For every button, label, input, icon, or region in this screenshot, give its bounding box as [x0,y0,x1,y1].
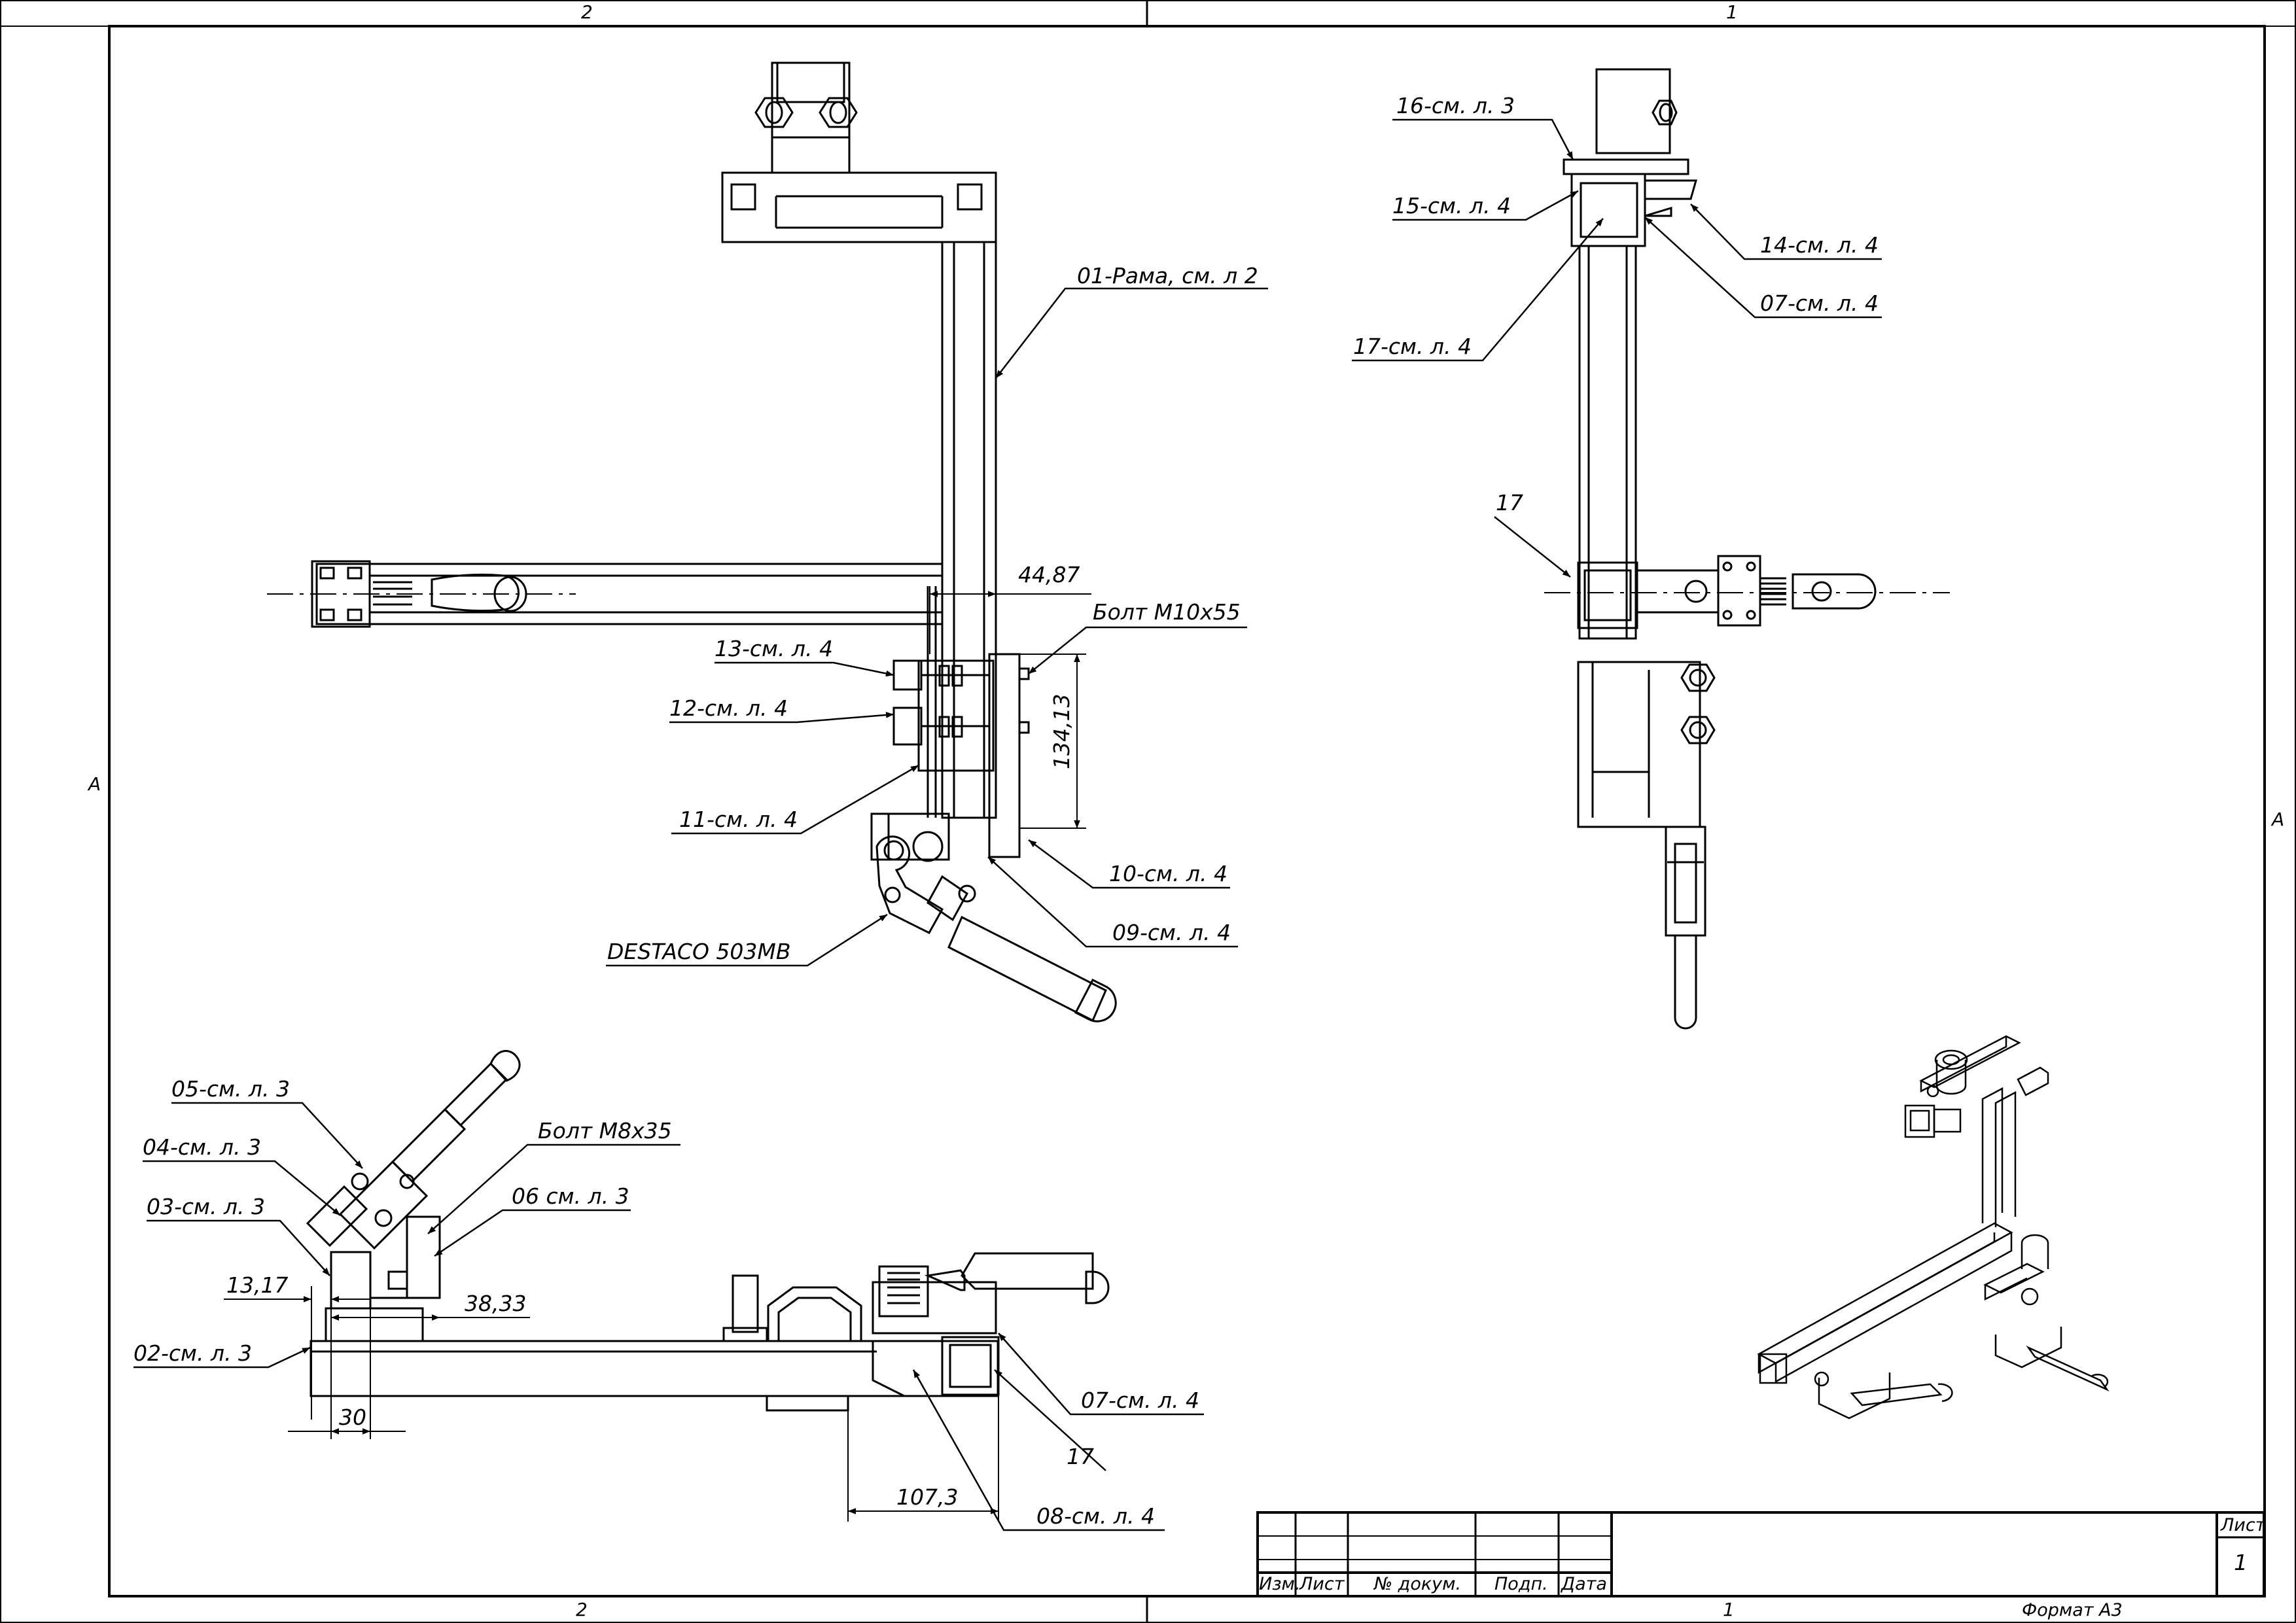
zone-side-left: A [87,773,101,795]
callout-item07-top: 07-см. л. 4 [1081,1387,1199,1413]
callout-item02: 02-см. л. 3 [133,1340,252,1366]
callout-item07-side: 07-см. л. 4 [1760,290,1879,316]
dim-107-3: 107,3 [896,1484,958,1510]
dim-38-33: 38,33 [465,1291,526,1316]
front-view-leaders [606,287,1268,967]
callout-item16: 16-см. л. 3 [1396,93,1515,118]
callout-item17-side-b: 17 [1496,490,1523,515]
dim-30: 30 [339,1405,366,1430]
callout-frame: 01-Рама, см. л 2 [1077,263,1258,288]
callout-item17-top: 17 [1067,1444,1094,1469]
tb-col-izm: Изм. [1259,1574,1301,1594]
isometric-view [1757,1035,2110,1420]
callout-bolt-m10: Болт М10х55 [1093,599,1241,625]
callout-item13: 13-см. л. 4 [715,636,833,661]
tb-col-date: Дата [1561,1574,1607,1594]
side-view-geometry [1563,68,1877,1030]
callout-item15: 15-см. л. 4 [1392,193,1511,218]
tb-sheet-label: Лист [2220,1515,2267,1535]
zone-bottom-right: 1 [1723,1599,1735,1620]
callout-item10: 10-см. л. 4 [1109,861,1227,886]
top-view-leaders [133,1102,1204,1531]
tb-col-doc: № докум. [1373,1574,1461,1594]
callout-item12: 12-см. л. 4 [669,695,788,721]
tb-col-list: Лист [1299,1574,1345,1594]
side-view-leaders [1352,118,1882,578]
tb-sheet-number: 1 [2234,1550,2248,1575]
callout-item08: 08-см. л. 4 [1036,1503,1155,1529]
zone-bottom-left: 2 [576,1599,588,1620]
callout-item03: 03-см. л. 3 [147,1194,265,1219]
callout-item05: 05-см. л. 3 [171,1076,290,1102]
zone-top-left: 2 [581,1,593,23]
front-view-geometry [311,61,1117,1022]
dim-134-13: 134,13 [1049,694,1074,769]
zone-side-right: A [2270,809,2284,830]
callout-destaco: DESTACO 503MB [607,939,791,964]
dim-13-17: 13,17 [226,1272,288,1298]
callout-item04: 04-см. л. 3 [143,1134,261,1160]
dim-44-87: 44,87 [1018,562,1080,587]
top-view-dims [224,1273,999,1522]
zone-top-right: 1 [1726,1,1738,23]
top-view-geometry [306,1050,1110,1412]
tb-format: Формат А3 [2022,1600,2123,1620]
tb-col-sign: Подп. [1494,1574,1548,1594]
callout-item09: 09-см. л. 4 [1112,920,1231,945]
callout-item14: 14-см. л. 4 [1760,232,1879,258]
callout-bolt-m8: Болт М8х35 [538,1118,672,1143]
callout-item06: 06 см. л. 3 [512,1183,629,1209]
front-view-dims [929,576,1091,829]
callout-item17-side: 17-см. л. 4 [1353,334,1472,359]
callout-item11: 11-см. л. 4 [679,807,798,832]
title-block [1256,1511,2265,1597]
